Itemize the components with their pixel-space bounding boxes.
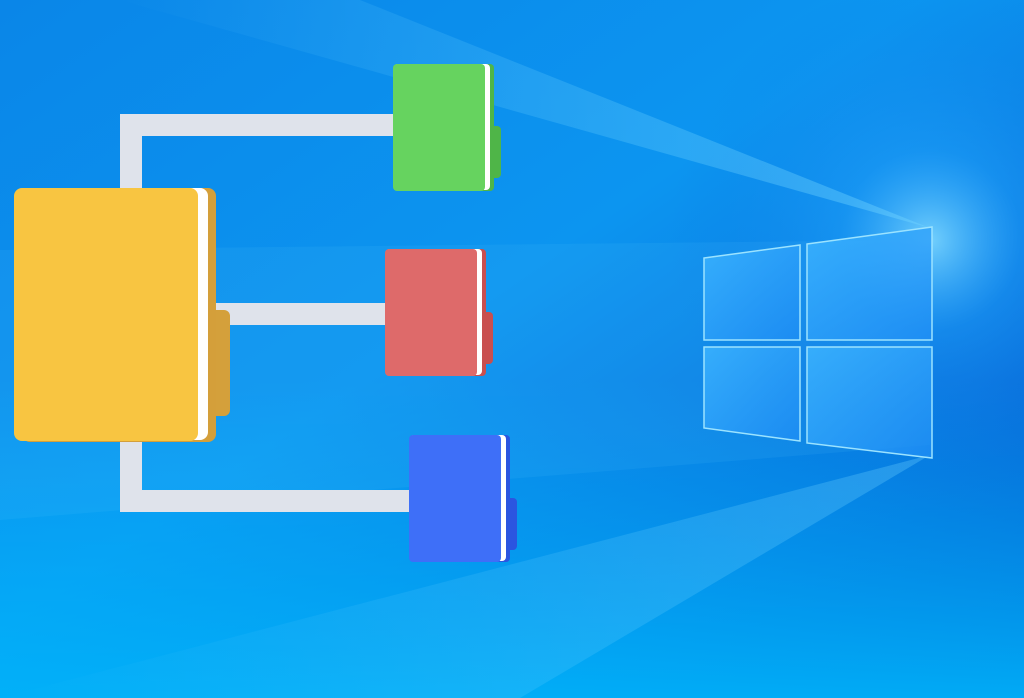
light-beam-upper <box>120 0 930 228</box>
connector-horizontal-mid <box>210 303 390 325</box>
windows-pane-top-left <box>703 244 801 341</box>
windows-pane-bottom-right <box>806 346 933 459</box>
blue-folder-front <box>409 435 501 562</box>
root-folder-front <box>14 188 198 441</box>
windows-logo-icon <box>703 226 933 459</box>
root-folder-icon <box>14 188 230 442</box>
windows-pane-top-right <box>806 226 933 341</box>
red-folder-front <box>385 249 477 376</box>
connector-horizontal-top <box>120 114 400 136</box>
connector-horizontal-bottom <box>120 490 415 512</box>
windows-pane-bottom-left <box>703 346 801 442</box>
tree-connector-lines <box>120 114 415 512</box>
light-beam-lower <box>0 455 930 698</box>
green-folder-icon <box>393 64 501 191</box>
blue-folder-icon <box>409 435 517 562</box>
red-folder-icon <box>385 249 493 376</box>
green-folder-front <box>393 64 485 191</box>
